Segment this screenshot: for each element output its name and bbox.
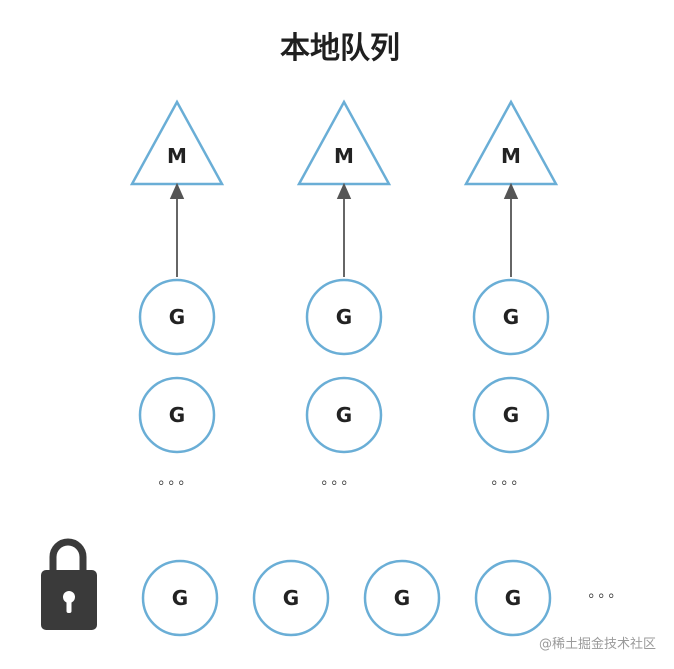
goroutine-circle bbox=[305, 376, 383, 454]
goroutine-label: G bbox=[336, 403, 352, 427]
diagram-title: 本地队列 bbox=[280, 31, 400, 66]
lock-icon bbox=[41, 538, 97, 630]
goroutine-label: G bbox=[394, 586, 410, 610]
ellipsis: 。。。 bbox=[492, 472, 529, 488]
goroutine-circle bbox=[305, 278, 383, 356]
machine-triangle bbox=[296, 99, 392, 186]
goroutine-label: G bbox=[503, 403, 519, 427]
global-queue: G G G G 。。。 bbox=[41, 538, 626, 637]
goroutine-circle bbox=[472, 278, 550, 356]
machine-label: M bbox=[334, 144, 354, 168]
processor-column-3: M G G 。。。 bbox=[463, 99, 559, 488]
processor-column-2: M G G 。。。 bbox=[296, 99, 392, 488]
goroutine-label: G bbox=[503, 305, 519, 329]
goroutine-label: G bbox=[172, 586, 188, 610]
goroutine-label: G bbox=[336, 305, 352, 329]
watermark: @稀土掘金技术社区 bbox=[539, 636, 656, 652]
goroutine-circle bbox=[474, 559, 552, 637]
machine-label: M bbox=[501, 144, 521, 168]
processor-column-1: M G G 。。。 bbox=[129, 99, 225, 488]
goroutine-label: G bbox=[505, 586, 521, 610]
goroutine-circle bbox=[138, 376, 216, 454]
ellipsis: 。。。 bbox=[159, 472, 196, 488]
goroutine-label: G bbox=[283, 586, 299, 610]
goroutine-label: G bbox=[169, 403, 185, 427]
machine-label: M bbox=[167, 144, 187, 168]
goroutine-circle bbox=[363, 559, 441, 637]
machine-triangle bbox=[129, 99, 225, 186]
goroutine-circle bbox=[141, 559, 219, 637]
goroutine-circle bbox=[252, 559, 330, 637]
goroutine-circle bbox=[472, 376, 550, 454]
machine-triangle bbox=[463, 99, 559, 186]
goroutine-label: G bbox=[169, 305, 185, 329]
ellipsis: 。。。 bbox=[322, 472, 359, 488]
goroutine-circle bbox=[138, 278, 216, 356]
ellipsis: 。。。 bbox=[589, 585, 626, 601]
